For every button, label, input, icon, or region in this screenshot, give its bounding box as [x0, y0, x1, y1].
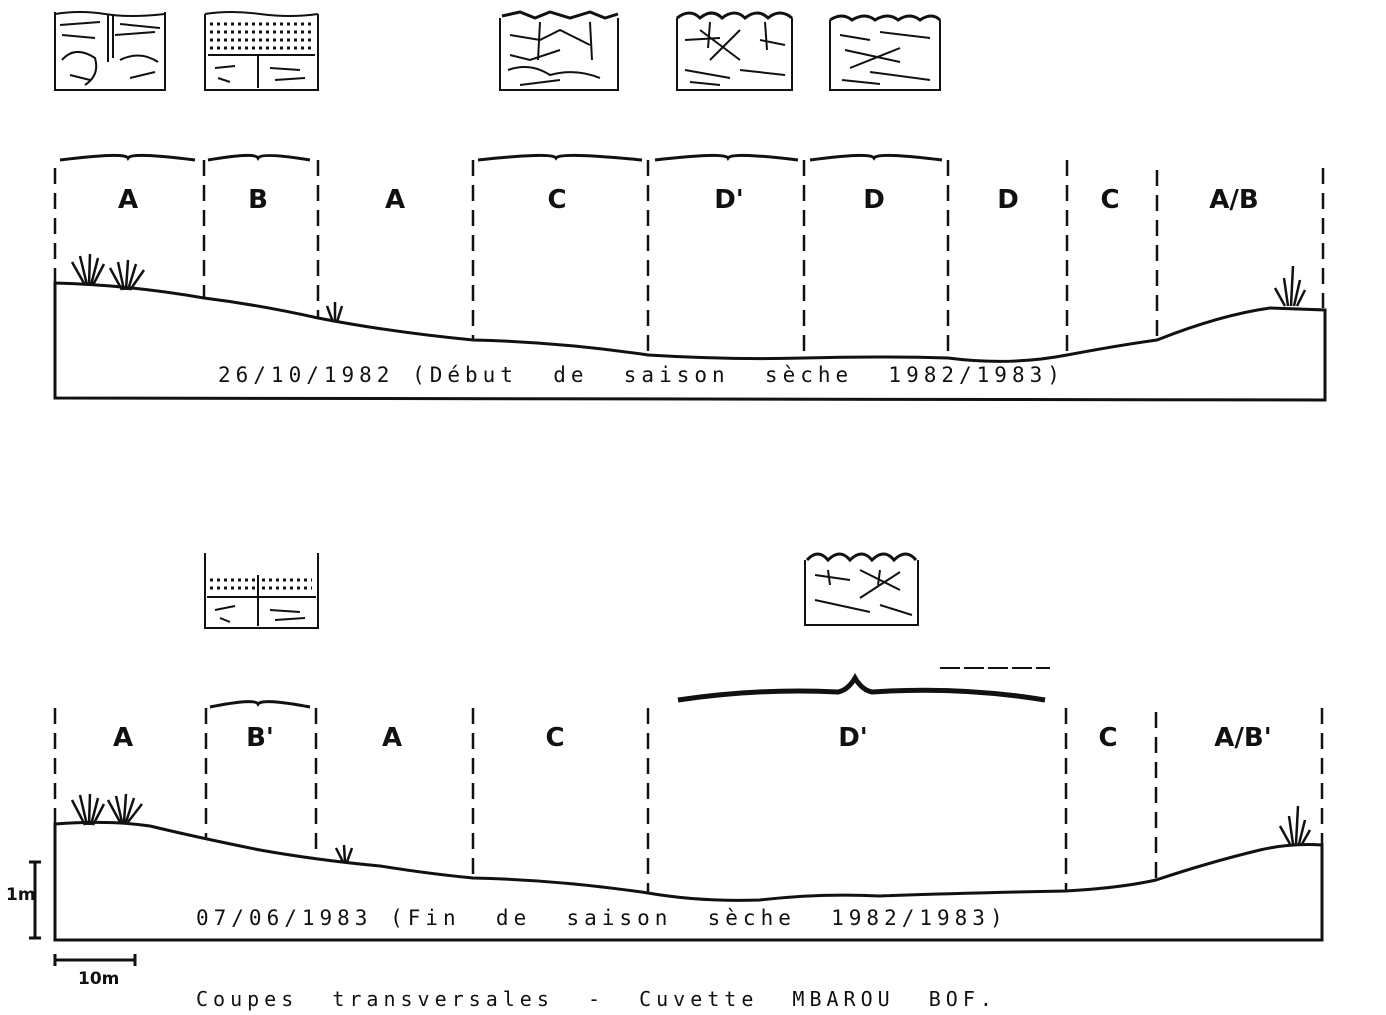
soil-profile-icon-a — [54, 11, 166, 91]
zone-label: D — [863, 185, 885, 215]
vertical-scale-bar — [29, 860, 41, 940]
zone-label: D' — [838, 723, 868, 753]
zone-label: A/B — [1209, 185, 1258, 215]
vertical-scale-label: 1m — [6, 885, 36, 905]
zone-label: B' — [246, 723, 274, 753]
caption-1983: 07/06/1983 (Fin de saison sèche 1982/198… — [196, 906, 1008, 930]
zone-label: D' — [714, 185, 744, 215]
grass-tuft-icon — [70, 253, 1307, 323]
soil-profile-icon-d — [829, 14, 942, 91]
grass-tuft-icon — [70, 793, 1312, 863]
zone-label: D — [997, 185, 1019, 215]
section-1982: A B A C D' D D C A/B 26/10/1982 (Début d… — [53, 153, 1327, 402]
soil-profile-icon-b-prime — [204, 553, 319, 629]
zone-label: C — [547, 185, 566, 215]
zone-label: B — [248, 185, 268, 215]
soil-profile-icon-d-prime — [676, 11, 793, 91]
zone-label: C — [545, 723, 564, 753]
ground-profile — [53, 281, 1327, 402]
zone-label: C — [1098, 723, 1117, 753]
soil-profile-icon-c — [499, 10, 619, 91]
ground-profile — [53, 820, 1324, 942]
zone-label: A — [385, 185, 405, 215]
zone-label: A — [113, 723, 133, 753]
zone-label: C — [1100, 185, 1119, 215]
caption-1982: 26/10/1982 (Début de saison sèche 1982/1… — [218, 363, 1065, 387]
horizontal-scale-bar — [53, 954, 137, 966]
zone-label: A/B' — [1214, 723, 1271, 753]
soil-profile-icon-d-prime-1983 — [804, 552, 919, 626]
zone-label: A — [118, 185, 138, 215]
brace-d-prime — [677, 673, 1046, 703]
zone-label: A — [382, 723, 402, 753]
section-1983: A B' A C D' C A/B' 07/06/1983 (Fin de sa… — [53, 667, 1324, 942]
figure-title: Coupes transversales - Cuvette MBAROU BO… — [196, 987, 997, 1011]
horizontal-scale-label: 10m — [78, 969, 119, 989]
soil-profile-icon-b — [204, 11, 319, 91]
